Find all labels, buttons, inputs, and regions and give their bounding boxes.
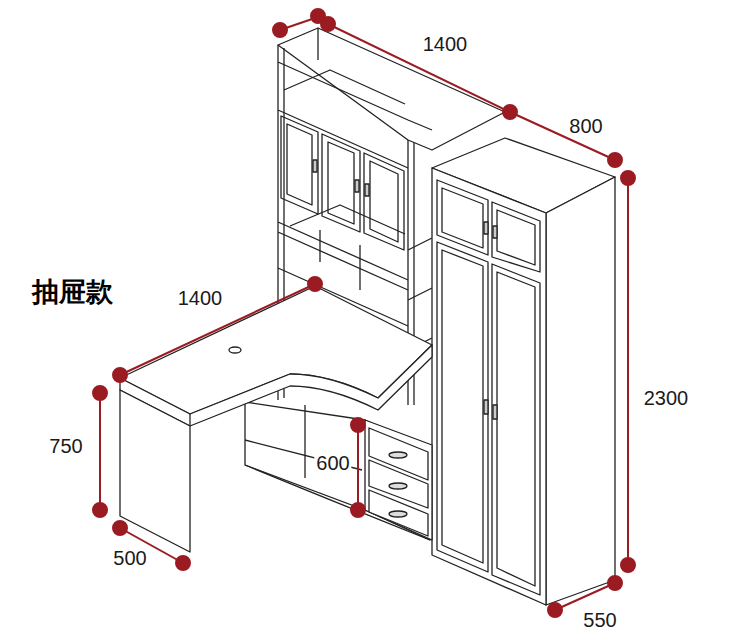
dimension-dot <box>548 603 562 617</box>
dimension-dot <box>321 17 335 31</box>
drawing-stroke <box>278 232 408 290</box>
drawing-stroke <box>322 134 360 232</box>
drawing-stroke <box>408 238 432 250</box>
dimension-label: 750 <box>47 435 84 457</box>
drawing-stroke <box>369 490 428 536</box>
drawing-stroke <box>442 250 483 563</box>
dimension-label: 800 <box>567 115 604 137</box>
drawing-stroke <box>365 420 432 540</box>
drawing-stroke <box>389 483 407 489</box>
drawing-stroke <box>278 28 505 150</box>
drawing-stroke <box>370 161 398 242</box>
dimension-lines <box>93 9 635 617</box>
drawing-stroke <box>627 178 629 565</box>
drawing-stroke <box>99 393 101 510</box>
drawing-stroke <box>120 390 190 552</box>
drawing-stroke <box>510 112 615 160</box>
drawing-stroke <box>281 116 318 214</box>
dimension-dot <box>93 386 107 400</box>
drawing-stroke <box>287 124 312 205</box>
drawing-stroke <box>493 226 497 238</box>
dimension-dot <box>621 558 635 572</box>
drawing-stroke <box>555 583 615 610</box>
dimension-dot <box>351 503 365 517</box>
drawing-stroke <box>278 222 408 280</box>
dimension-dot <box>308 277 322 291</box>
drawing-stroke <box>304 405 305 478</box>
dimension-label: 550 <box>581 609 618 631</box>
drawing-stroke <box>365 184 369 196</box>
drawing-stroke <box>484 222 488 234</box>
drawing-stroke <box>278 110 408 168</box>
drawing-stroke <box>229 347 241 353</box>
drawing-stroke <box>432 168 546 605</box>
drawing-stroke <box>313 160 317 172</box>
drawing-stroke <box>319 230 320 262</box>
dimension-dot <box>351 418 365 432</box>
drawing-stroke <box>364 153 404 250</box>
dimension-label: 2300 <box>642 387 691 409</box>
drawing-stroke <box>492 264 540 595</box>
desk <box>120 286 432 552</box>
drawing-stroke <box>493 405 497 419</box>
drawing-stroke <box>442 188 483 248</box>
dimension-label: 600 <box>314 452 351 474</box>
dimension-dot <box>608 153 622 167</box>
drawing-stroke <box>189 414 190 426</box>
drawing-stroke <box>389 452 407 458</box>
drawing-stroke <box>284 70 405 104</box>
wardrobe <box>432 138 615 605</box>
drawing-stroke <box>357 425 359 510</box>
dimension-label: 1400 <box>176 287 225 309</box>
version-heading: 抽屉款 <box>30 278 115 308</box>
dimension-dot <box>273 23 287 37</box>
drawing-stroke <box>389 511 407 517</box>
drawing-stroke <box>408 288 432 300</box>
drawing-stroke <box>355 180 359 192</box>
dimension-dot <box>176 556 190 570</box>
dimension-label: 500 <box>111 547 148 569</box>
drawing-stroke <box>328 142 354 224</box>
drawing-stroke <box>484 400 488 414</box>
drawing-stroke <box>492 202 540 272</box>
dimension-dot <box>113 368 127 382</box>
drawing-stroke <box>437 180 488 255</box>
drawing-stroke <box>359 245 360 290</box>
dimension-dot <box>93 503 107 517</box>
drawing-stroke <box>437 242 488 572</box>
dimension-dot <box>113 521 127 535</box>
drawing-stroke <box>328 24 510 112</box>
dimension-dot <box>608 576 622 590</box>
drawing-stroke <box>317 28 318 60</box>
drawing-stroke <box>120 284 315 375</box>
drawing-stroke <box>497 272 535 586</box>
dimension-label: 1400 <box>421 33 470 55</box>
drawing-stroke <box>546 177 615 605</box>
drawing-stroke <box>497 210 535 265</box>
dimension-dot <box>503 105 517 119</box>
dimension-dot <box>621 171 635 185</box>
